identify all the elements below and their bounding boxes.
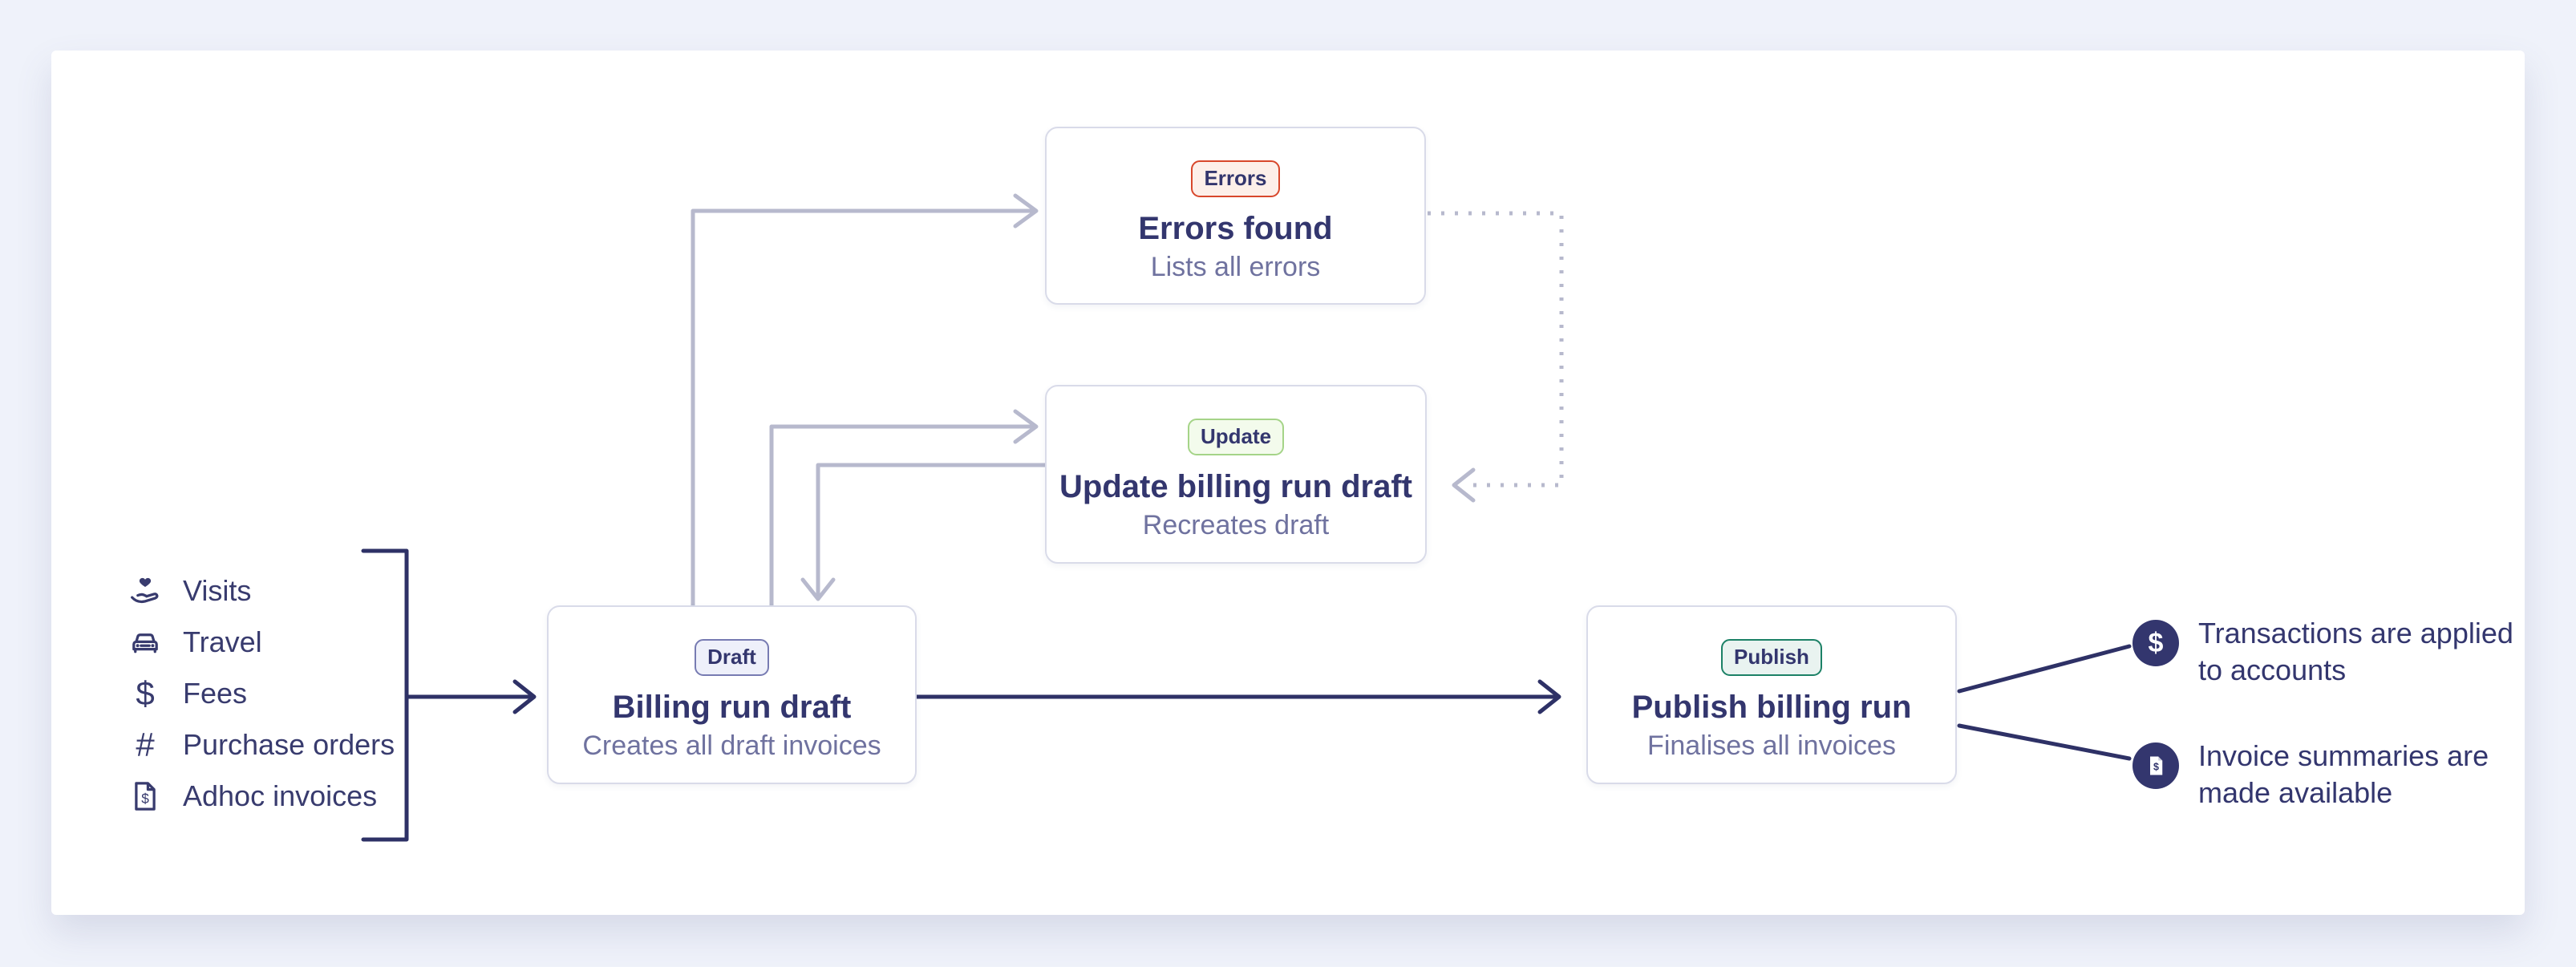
input-item-travel: Travel bbox=[125, 617, 395, 668]
input-item-adhoc-invoices: $ Adhoc invoices bbox=[125, 771, 395, 822]
arrow-billing-to-publish bbox=[914, 679, 1561, 714]
input-item-label: Fees bbox=[183, 677, 248, 710]
node-errors-found: Errors Errors found Lists all errors bbox=[1045, 127, 1426, 305]
input-item-label: Adhoc invoices bbox=[183, 779, 378, 812]
node-subtitle: Lists all errors bbox=[1150, 251, 1321, 282]
car-icon bbox=[125, 622, 165, 662]
node-title: Billing run draft bbox=[612, 689, 852, 725]
update-badge: Update bbox=[1187, 419, 1285, 455]
errors-badge: Errors bbox=[1191, 160, 1280, 197]
node-subtitle: Recreates draft bbox=[1142, 509, 1330, 540]
invoice-circle-icon: $ bbox=[2132, 742, 2179, 789]
output-label: Invoice summaries are made available bbox=[2198, 739, 2489, 809]
dollar-icon: $ bbox=[136, 674, 155, 712]
flow-card: Visits Travel $ Fees # Purchase orders bbox=[51, 51, 2525, 915]
arrow-billing-to-update bbox=[769, 409, 1039, 608]
dotted-errors-to-update bbox=[1428, 211, 1564, 503]
input-item-visits: Visits bbox=[125, 565, 395, 617]
draft-badge: Draft bbox=[695, 639, 769, 676]
input-item-purchase-orders: # Purchase orders bbox=[125, 719, 395, 771]
input-item-label: Travel bbox=[183, 625, 262, 658]
arrow-update-to-billing bbox=[800, 463, 1047, 601]
node-billing-run-draft: Draft Billing run draft Creates all draf… bbox=[547, 605, 917, 784]
dollar-circle-icon: $ bbox=[2132, 620, 2179, 666]
input-item-label: Purchase orders bbox=[183, 728, 395, 761]
input-item-label: Visits bbox=[183, 574, 252, 607]
publish-output-lines bbox=[1957, 644, 2132, 761]
hand-heart-icon bbox=[125, 571, 165, 611]
connectors-layer bbox=[361, 193, 2132, 842]
node-title: Publish billing run bbox=[1631, 689, 1912, 725]
publish-badge: Publish bbox=[1721, 639, 1822, 676]
output-invoices: $ Invoice summaries are made available bbox=[2132, 739, 2525, 811]
svg-text:$: $ bbox=[2153, 762, 2159, 773]
input-bracket bbox=[361, 548, 537, 842]
hash-icon: # bbox=[136, 726, 155, 763]
node-title: Errors found bbox=[1138, 210, 1333, 246]
node-update-billing-run-draft: Update Update billing run draft Recreate… bbox=[1045, 385, 1427, 564]
output-transactions: $ Transactions are applied to accounts bbox=[2132, 617, 2525, 689]
arrow-billing-to-errors bbox=[691, 193, 1039, 608]
node-subtitle: Finalises all invoices bbox=[1647, 730, 1896, 761]
invoice-icon: $ bbox=[125, 776, 165, 816]
node-subtitle: Creates all draft invoices bbox=[582, 730, 881, 761]
output-label: Transactions are applied to accounts bbox=[2198, 617, 2513, 686]
input-item-fees: $ Fees bbox=[125, 668, 395, 719]
svg-text:$: $ bbox=[141, 791, 149, 807]
node-publish-billing-run: Publish Publish billing run Finalises al… bbox=[1586, 605, 1957, 784]
node-title: Update billing run draft bbox=[1059, 468, 1412, 504]
input-list: Visits Travel $ Fees # Purchase orders bbox=[125, 565, 395, 822]
